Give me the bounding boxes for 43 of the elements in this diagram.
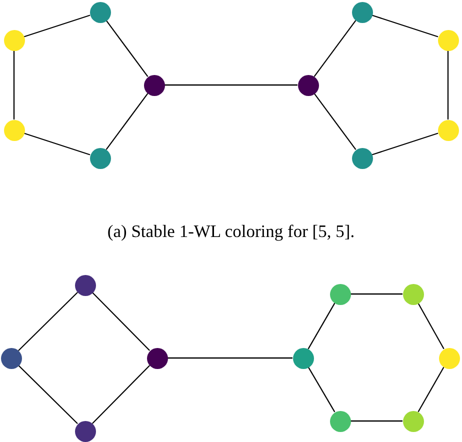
graph-node [74, 274, 96, 296]
graph-edge [168, 357, 292, 359]
graph-edge [13, 50, 15, 120]
graph-node [352, 2, 372, 22]
graph-node [90, 2, 110, 22]
graph-edge [350, 420, 402, 422]
graph-edge [372, 14, 438, 38]
graph-edge [314, 93, 356, 150]
graph-node [330, 410, 350, 432]
graph-node [0, 348, 22, 368]
graph-edge [418, 366, 444, 412]
graph-node [330, 284, 350, 304]
graph-node [352, 148, 372, 168]
graph-node [402, 410, 424, 432]
graph-node [146, 348, 168, 368]
graph-edge [92, 365, 150, 424]
graph-node [298, 74, 318, 96]
graph-node [402, 284, 424, 304]
graph-node [4, 120, 24, 140]
graph-edge [418, 302, 444, 350]
graph-edge [314, 20, 356, 77]
subfigure-caption: (a) Stable 1-WL coloring for [5, 5]. [106, 221, 356, 242]
graph-edge [447, 50, 449, 120]
graph-edge [24, 132, 90, 156]
graph-node [144, 74, 164, 96]
graph-edge [372, 132, 438, 156]
graph-edge [18, 292, 78, 352]
graph-edge [24, 14, 90, 38]
graph-edge [350, 293, 402, 295]
graph-edge [106, 93, 148, 150]
graph-node [292, 348, 314, 368]
graph-edge [308, 366, 336, 412]
graph-edge [308, 302, 336, 350]
graph-edge [164, 84, 298, 86]
graph-edge [106, 20, 148, 77]
graph-node [438, 120, 458, 140]
graph-edge [92, 292, 150, 351]
graph-node [438, 348, 460, 368]
graph-node [438, 30, 458, 50]
graph-node [90, 148, 110, 168]
graph-edge [18, 364, 78, 424]
graph-node [74, 420, 96, 442]
graph-node [4, 30, 24, 50]
